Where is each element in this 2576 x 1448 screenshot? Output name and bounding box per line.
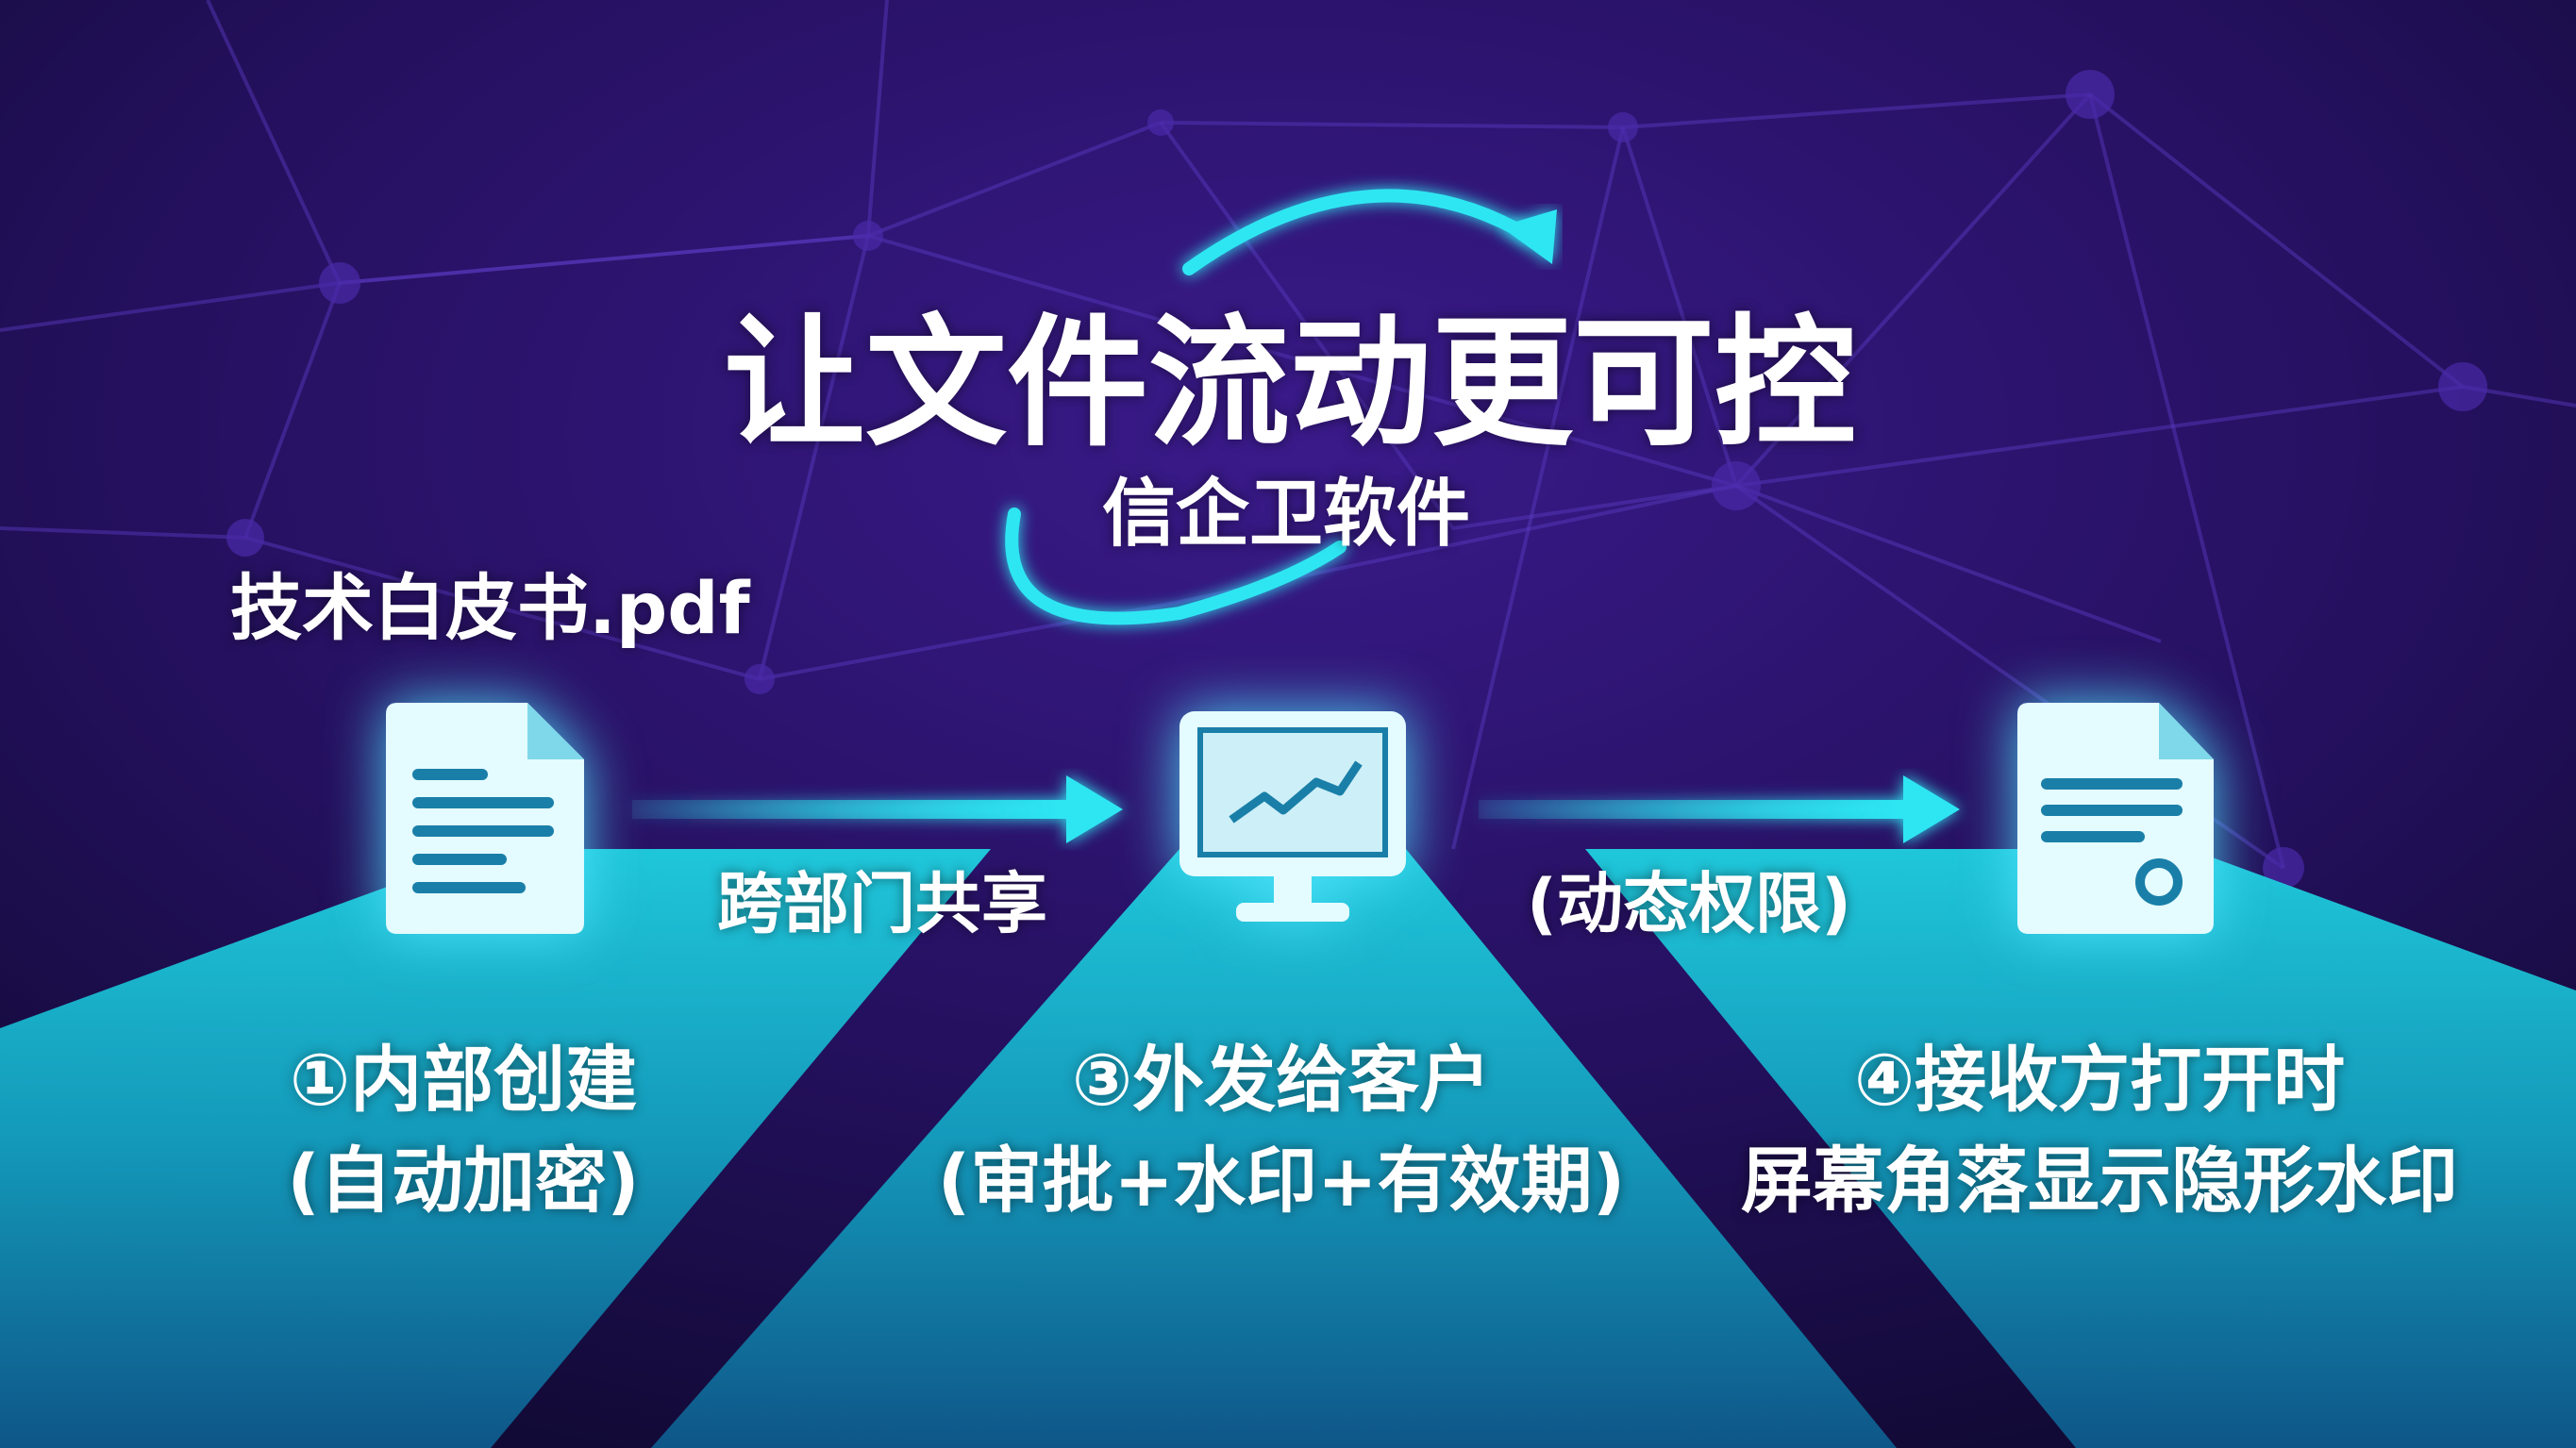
step-3-title: ③外发给客户	[1071, 1038, 1492, 1122]
step-3-detail: (审批+水印+有效期)	[937, 1139, 1626, 1223]
file-name-label: 技术白皮书.pdf	[230, 566, 750, 650]
brand-subtitle: 信企卫软件	[1101, 472, 1471, 557]
step-4-title: ④接收方打开时	[1853, 1038, 2346, 1122]
step-4-detail: 屏幕角落显示隐形水印	[1741, 1139, 2458, 1223]
monitor-chart-icon	[1179, 711, 1406, 922]
arrow-label-permission: (动态权限)	[1527, 865, 1851, 942]
page-title: 让文件流动更可控	[723, 302, 1857, 466]
step-1-title: ①内部创建	[289, 1038, 638, 1122]
document-seal-icon	[2017, 703, 2214, 934]
light-floor-right	[1585, 849, 2576, 1448]
light-floor-center	[651, 849, 1897, 1448]
cycle-arrow-icon	[1005, 189, 1535, 625]
document-icon	[386, 703, 584, 934]
light-floor-left	[0, 849, 991, 1448]
arrow-label-share: 跨部门共享	[717, 865, 1047, 942]
flow-arrow-2	[1479, 775, 1960, 843]
step-1-detail: (自动加密)	[287, 1139, 640, 1223]
flow-arrow-1	[632, 775, 1123, 843]
